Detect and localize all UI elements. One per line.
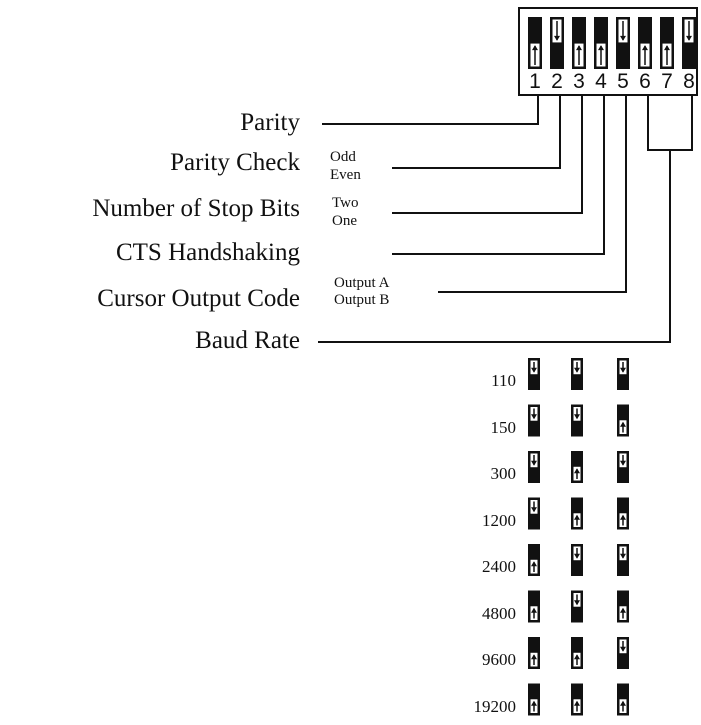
dip-switch-1 — [528, 17, 542, 69]
baud-switch-19200-7 — [571, 683, 583, 716]
baud-switch-9600-6 — [528, 637, 540, 669]
dip-number-1: 1 — [529, 70, 541, 93]
dip-number-8: 8 — [683, 70, 695, 93]
cursor-output-label: Cursor Output Code — [97, 285, 300, 312]
dip-switch-housing — [518, 7, 698, 96]
dip-number-5: 5 — [617, 70, 629, 93]
option-one: One — [332, 213, 357, 229]
dip-switch-3 — [572, 17, 586, 69]
baud-switch-4800-8 — [617, 590, 629, 623]
baud-switch-300-6 — [528, 451, 540, 483]
baud-switch-150-8 — [617, 404, 629, 437]
baud-switch-2400-6 — [528, 544, 540, 576]
baud-switch-300-8 — [617, 451, 629, 483]
baud-switch-110-6 — [528, 358, 540, 390]
baud-rate-1200: 1200 — [482, 510, 516, 530]
dip-switch-8 — [682, 17, 696, 69]
baud-bracket — [647, 94, 693, 151]
baud-rate-2400: 2400 — [482, 557, 516, 576]
cts-label: CTS Handshaking — [115, 239, 300, 266]
parity-check-label: Parity Check — [170, 149, 300, 176]
baud-rate-300: 300 — [490, 464, 517, 483]
option-output-a: Output A — [334, 275, 390, 291]
option-two: Two — [332, 195, 359, 211]
dip-switches — [528, 17, 696, 69]
baud-switch-300-7 — [571, 451, 583, 483]
dip-switch-6 — [638, 17, 652, 69]
option-even: Even — [330, 167, 361, 183]
cts-leader-line — [392, 94, 605, 255]
baud-switch-150-6 — [528, 404, 540, 437]
baud-rate-4800: 4800 — [482, 603, 516, 623]
option-output-b: Output B — [334, 292, 390, 308]
baud-rate-19200: 19200 — [473, 696, 517, 716]
baud-switch-1200-7 — [571, 497, 583, 530]
parity-leader-line — [322, 94, 539, 125]
baud-switch-2400-7 — [571, 544, 583, 576]
dip-switch-7 — [660, 17, 674, 69]
baud-leader-line — [318, 150, 671, 343]
dip-switch-4 — [594, 17, 608, 69]
dip-switch-2 — [550, 17, 564, 69]
dip-number-3: 3 — [573, 70, 585, 93]
baud-switch-150-7 — [571, 404, 583, 437]
dip-switch-5 — [616, 17, 630, 69]
baud-switch-table — [528, 358, 629, 716]
baud-switch-110-8 — [617, 358, 629, 390]
dip-number-2: 2 — [551, 70, 563, 93]
baud-switch-9600-7 — [571, 637, 583, 669]
dip-number-6: 6 — [639, 70, 651, 93]
baud-switch-4800-7 — [571, 590, 583, 623]
baud-switch-4800-6 — [528, 590, 540, 623]
option-odd: Odd — [330, 149, 356, 165]
baud-switch-2400-8 — [617, 544, 629, 576]
baud-switch-1200-6 — [528, 497, 540, 530]
stop-bits-label: Number of Stop Bits — [92, 195, 300, 222]
dip-number-4: 4 — [595, 70, 607, 93]
parity-label: Parity — [240, 109, 300, 136]
baud-rate-label: Baud Rate — [195, 327, 300, 354]
baud-rate-9600: 9600 — [482, 650, 516, 669]
baud-switch-1200-8 — [617, 497, 629, 530]
baud-switch-19200-8 — [617, 683, 629, 716]
dip-number-7: 7 — [661, 70, 673, 93]
cursor-leader-line — [438, 94, 627, 293]
baud-switch-110-7 — [571, 358, 583, 390]
stop-bits-leader-line — [392, 94, 583, 214]
parity-check-leader-line — [392, 94, 561, 169]
baud-switch-19200-6 — [528, 683, 540, 716]
baud-switch-9600-8 — [617, 637, 629, 669]
baud-rate-110: 110 — [491, 371, 516, 390]
baud-rate-150: 150 — [490, 417, 517, 437]
